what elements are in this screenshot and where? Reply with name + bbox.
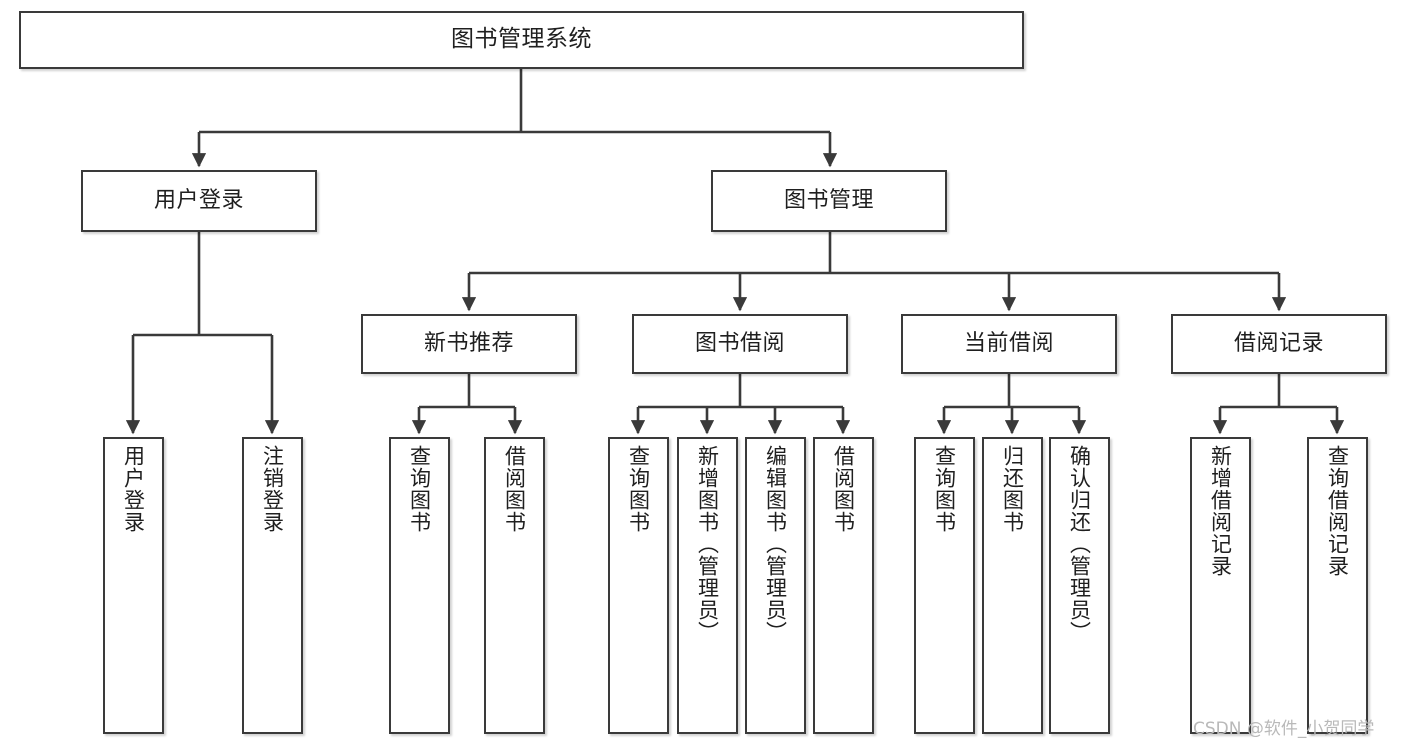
node-book-borrow[interactable]: 图书借阅 [632,314,848,374]
node-root-system[interactable]: 图书管理系统 [19,11,1024,69]
node-user-login[interactable]: 用户登录 [81,170,317,232]
node-current-borrow[interactable]: 当前借阅 [901,314,1117,374]
node-label: 当前借阅 [963,331,1054,357]
node-label: 查询借阅记录 [1325,445,1350,577]
leaf-add-borrow-record[interactable]: 新增借阅记录 [1190,437,1251,734]
leaf-edit-book[interactable]: 编辑图书（管理员） [745,437,806,734]
leaf-borrow-book[interactable]: 借阅图书 [813,437,874,734]
node-borrow-record[interactable]: 借阅记录 [1171,314,1387,374]
node-label: 用户登录 [121,445,146,533]
node-label: 借阅图书 [831,445,856,533]
leaf-user-logout[interactable]: 注销登录 [242,437,303,734]
node-label: 归还图书 [1000,445,1025,533]
node-label: 新书推荐 [423,331,514,357]
node-label: 用户登录 [153,188,244,214]
node-label: 借阅图书 [502,445,527,533]
leaf-query-book-borrow[interactable]: 查询图书 [608,437,669,734]
node-label: 借阅记录 [1233,331,1324,357]
leaf-confirm-return[interactable]: 确认归还（管理员） [1049,437,1110,734]
node-label: 查询图书 [626,445,651,533]
leaf-user-login[interactable]: 用户登录 [103,437,164,734]
node-book-manage[interactable]: 图书管理 [711,170,947,232]
leaf-query-book-recommend[interactable]: 查询图书 [389,437,450,734]
node-new-book-recommend[interactable]: 新书推荐 [361,314,577,374]
node-label: 确认归还（管理员） [1067,445,1092,643]
leaf-query-borrow-record[interactable]: 查询借阅记录 [1307,437,1368,734]
leaf-return-book[interactable]: 归还图书 [982,437,1043,734]
node-label: 查询图书 [407,445,432,533]
leaf-add-book[interactable]: 新增图书（管理员） [677,437,738,734]
node-label: 图书借阅 [694,331,785,357]
leaf-query-book-current[interactable]: 查询图书 [914,437,975,734]
leaf-borrow-book-recommend[interactable]: 借阅图书 [484,437,545,734]
node-label: 新增借阅记录 [1208,445,1233,577]
node-label: 新增图书（管理员） [695,445,720,643]
node-label: 注销登录 [260,445,285,533]
node-label: 图书管理 [783,188,874,214]
node-label: 查询图书 [932,445,957,533]
node-label: 编辑图书（管理员） [763,445,788,643]
watermark: CSDN @软件_小贺同学 [1193,719,1375,739]
node-label: 图书管理系统 [451,26,592,53]
